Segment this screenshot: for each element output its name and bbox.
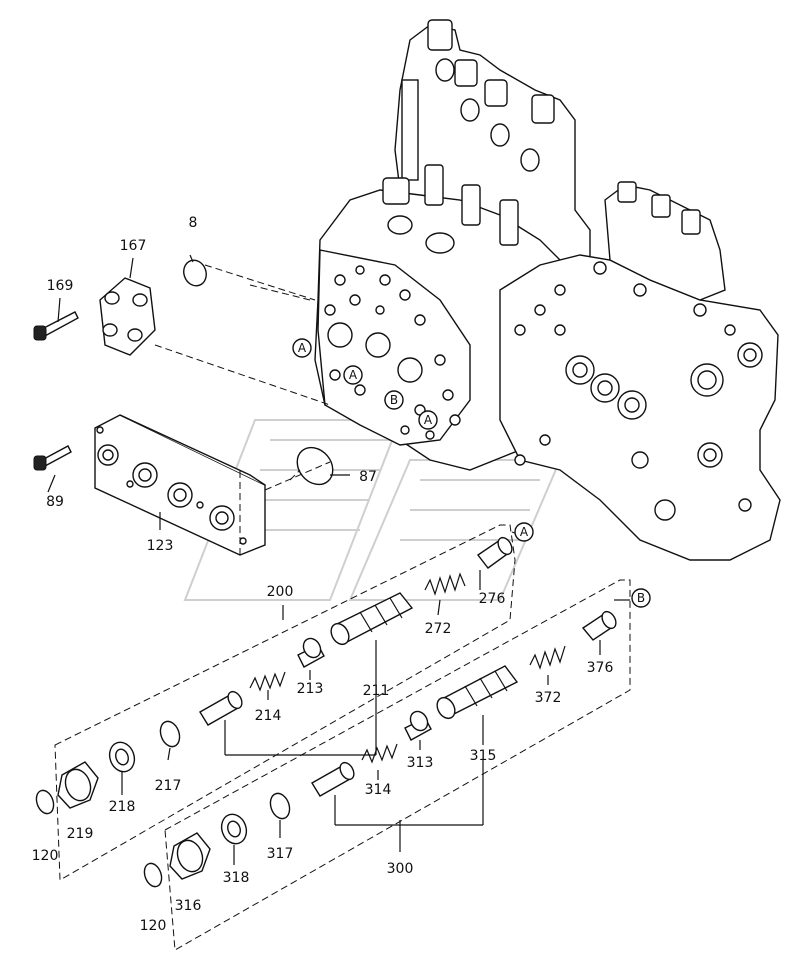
part-label-123: 123 <box>147 538 174 554</box>
svg-text:A: A <box>349 368 358 382</box>
svg-text:B: B <box>390 393 398 407</box>
part-label-313: 313 <box>407 755 434 771</box>
part-label-316: 316 <box>175 898 202 914</box>
spool-assembly-300 <box>143 610 617 888</box>
part-label-87: 87 <box>359 469 377 485</box>
spool-assembly-200 <box>35 536 513 815</box>
control-valve-block <box>314 19 781 561</box>
cover-167 <box>99 277 156 356</box>
leader-lines <box>47 254 631 951</box>
part-label-167: 167 <box>120 238 147 254</box>
o-ring-8 <box>183 259 207 287</box>
part-label-314: 314 <box>365 782 392 798</box>
part-label-315: 315 <box>470 748 497 764</box>
part-label-317: 317 <box>267 846 294 862</box>
part-label-120-upper: 120 <box>32 848 59 864</box>
part-label-276: 276 <box>479 591 506 607</box>
cover-123 <box>94 414 266 556</box>
callout-b-2: B <box>631 588 651 608</box>
part-label-200: 200 <box>267 584 294 600</box>
part-label-318: 318 <box>223 870 250 886</box>
part-label-372: 372 <box>535 690 562 706</box>
svg-text:A: A <box>520 525 529 539</box>
part-label-219: 219 <box>67 826 94 842</box>
part-label-169: 169 <box>47 278 74 294</box>
svg-text:B: B <box>637 591 645 605</box>
part-label-272: 272 <box>425 621 452 637</box>
svg-text:A: A <box>298 341 307 355</box>
part-label-211: 211 <box>363 683 390 699</box>
bolt-89 <box>33 445 72 471</box>
part-label-8: 8 <box>189 215 198 231</box>
callout-a-1: A <box>292 338 312 358</box>
part-label-89: 89 <box>46 494 64 510</box>
part-label-120-lower: 120 <box>140 918 167 934</box>
part-label-376: 376 <box>587 660 614 676</box>
part-label-217: 217 <box>155 778 182 794</box>
part-label-214: 214 <box>255 708 282 724</box>
bolt-169 <box>33 311 79 341</box>
part-label-218: 218 <box>109 799 136 815</box>
part-label-213: 213 <box>297 681 324 697</box>
callout-a-2: A <box>343 365 363 385</box>
svg-text:A: A <box>424 413 433 427</box>
callout-b-1: B <box>384 390 404 410</box>
callout-a-3: A <box>418 410 438 430</box>
o-ring-87 <box>296 446 334 486</box>
part-label-300: 300 <box>387 861 414 877</box>
callout-a-4: A <box>514 522 534 542</box>
